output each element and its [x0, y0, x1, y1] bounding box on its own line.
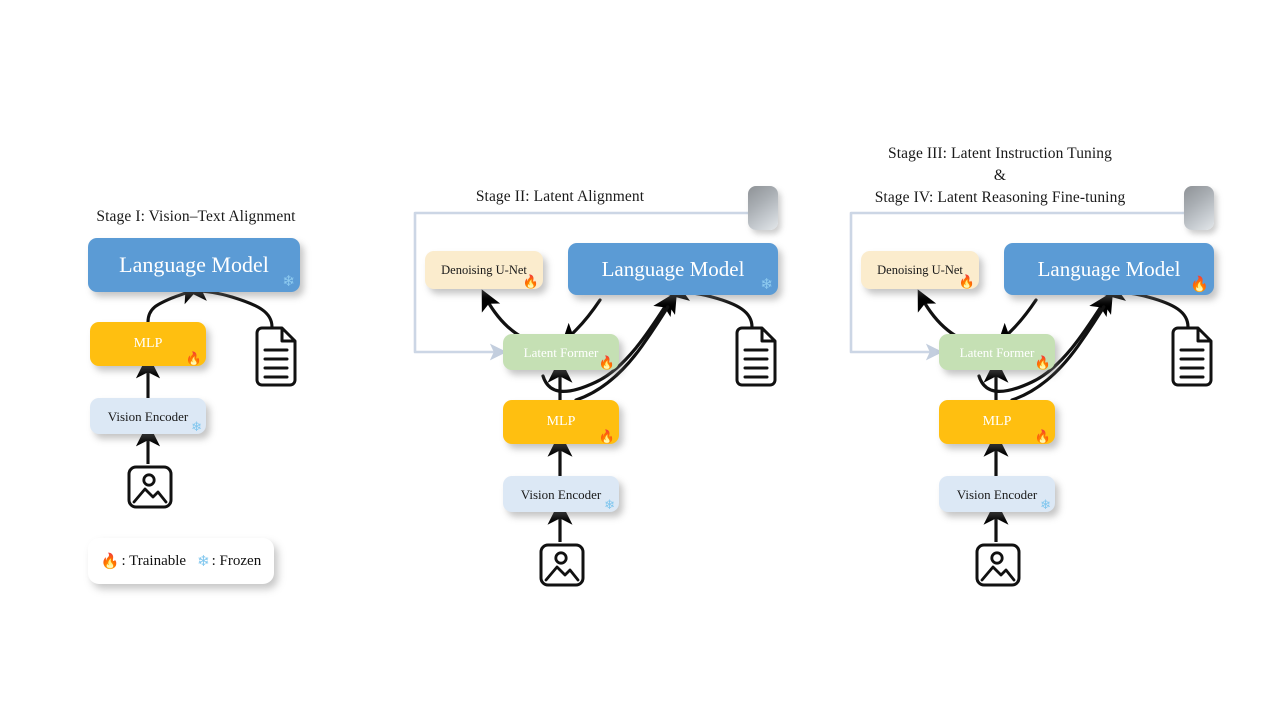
- stage-3-4-language-model[interactable]: Language Model 🔥: [1004, 243, 1214, 295]
- stage-4-title-line: Stage IV: Latent Reasoning Fine-tuning: [874, 189, 1126, 206]
- stage-1-vision-encoder-frozen-icon: ❄: [191, 419, 202, 434]
- legend: 🔥 : Trainable ❄ : Frozen: [88, 538, 274, 584]
- stage-3-4-latent-former-label: Latent Former: [959, 344, 1035, 360]
- stage-3-4-vision-encoder[interactable]: Vision Encoder ❄: [939, 476, 1055, 512]
- document-icon: [1171, 326, 1213, 387]
- stage-3-4-language-model-label: Language Model: [1037, 256, 1181, 281]
- legend-trainable-label: : Trainable: [121, 552, 187, 569]
- stage-3-4-denoising-unet-trainable-icon: 🔥: [958, 274, 975, 289]
- stage-2-title: Stage II: Latent Alignment: [440, 188, 680, 206]
- stage-3-4-denoising-unet-label: Denoising U-Net: [877, 262, 963, 277]
- stage-2-vision-encoder-label: Vision Encoder: [520, 486, 602, 502]
- stage-2-vision-encoder[interactable]: Vision Encoder ❄: [503, 476, 619, 512]
- stage-2-mlp-label: MLP: [546, 414, 576, 429]
- stage-1-mlp[interactable]: MLP 🔥: [90, 322, 206, 366]
- document-icon: [255, 326, 297, 387]
- stage-2-language-model[interactable]: Language Model ❄: [568, 243, 778, 295]
- document-icon: [735, 326, 777, 387]
- stage-3-4-vision-encoder-frozen-icon: ❄: [1040, 497, 1051, 512]
- image-icon: [539, 543, 585, 587]
- stage-2-denoising-unet-trainable-icon: 🔥: [522, 274, 539, 289]
- stage-2-language-model-frozen-icon: ❄: [760, 277, 773, 293]
- stage-1-language-model[interactable]: Language Model ❄: [88, 238, 300, 292]
- stage-1-vision-encoder[interactable]: Vision Encoder ❄: [90, 398, 206, 434]
- legend-frozen-label: : Frozen: [211, 552, 262, 569]
- legend-frozen-icon: ❄: [197, 553, 210, 570]
- stage-1-language-model-label: Language Model: [119, 252, 269, 277]
- stage-3-4-ampersand: &: [993, 167, 1007, 184]
- stage-1-mlp-trainable-icon: 🔥: [185, 351, 202, 366]
- stage-2-denoising-unet[interactable]: Denoising U-Net 🔥: [425, 251, 543, 289]
- stage-2-latent-former-trainable-icon: 🔥: [598, 355, 615, 370]
- stage-3-4-mlp-trainable-icon: 🔥: [1034, 429, 1051, 444]
- stage-2-latent-former-label: Latent Former: [523, 344, 599, 360]
- stage-1-title: Stage I: Vision–Text Alignment: [78, 208, 314, 226]
- stage-3-4-mlp-label: MLP: [982, 414, 1012, 429]
- stage-3-4-noise-block: [1184, 186, 1214, 230]
- stage-2-language-model-label: Language Model: [601, 256, 745, 281]
- stage-2-denoising-unet-label: Denoising U-Net: [441, 262, 527, 277]
- stage-2-mlp-trainable-icon: 🔥: [598, 429, 615, 444]
- stage-1-vision-encoder-label: Vision Encoder: [107, 408, 189, 424]
- stage-3-4-vision-encoder-label: Vision Encoder: [956, 486, 1038, 502]
- stage-3-title-line: Stage III: Latent Instruction Tuning: [887, 145, 1113, 162]
- stage-3-4-denoising-unet[interactable]: Denoising U-Net 🔥: [861, 251, 979, 289]
- stage-3-4-mlp[interactable]: MLP 🔥: [939, 400, 1055, 444]
- stage-2-title-line-1: Stage II: Latent Alignment: [475, 188, 645, 205]
- stage-3-4-latent-former[interactable]: Latent Former 🔥: [939, 334, 1055, 370]
- stage-3-4-title: Stage III: Latent Instruction Tuning & S…: [840, 143, 1160, 209]
- stage-1-language-model-frozen-icon: ❄: [282, 274, 295, 290]
- stage-2-latent-former[interactable]: Latent Former 🔥: [503, 334, 619, 370]
- image-icon: [975, 543, 1021, 587]
- stage-3-4-latent-former-trainable-icon: 🔥: [1034, 355, 1051, 370]
- legend-trainable-icon: 🔥: [100, 553, 120, 570]
- stage-2-noise-block: [748, 186, 778, 230]
- stage-1-mlp-label: MLP: [133, 336, 163, 351]
- stage-1-title-line-1: Stage I: Vision–Text Alignment: [96, 208, 296, 225]
- stage-3-4-language-model-trainable-icon: 🔥: [1190, 277, 1209, 293]
- stage-1-connectors: [135, 281, 274, 464]
- image-icon: [127, 465, 173, 509]
- stage-2-mlp[interactable]: MLP 🔥: [503, 400, 619, 444]
- stage-2-vision-encoder-frozen-icon: ❄: [604, 497, 615, 512]
